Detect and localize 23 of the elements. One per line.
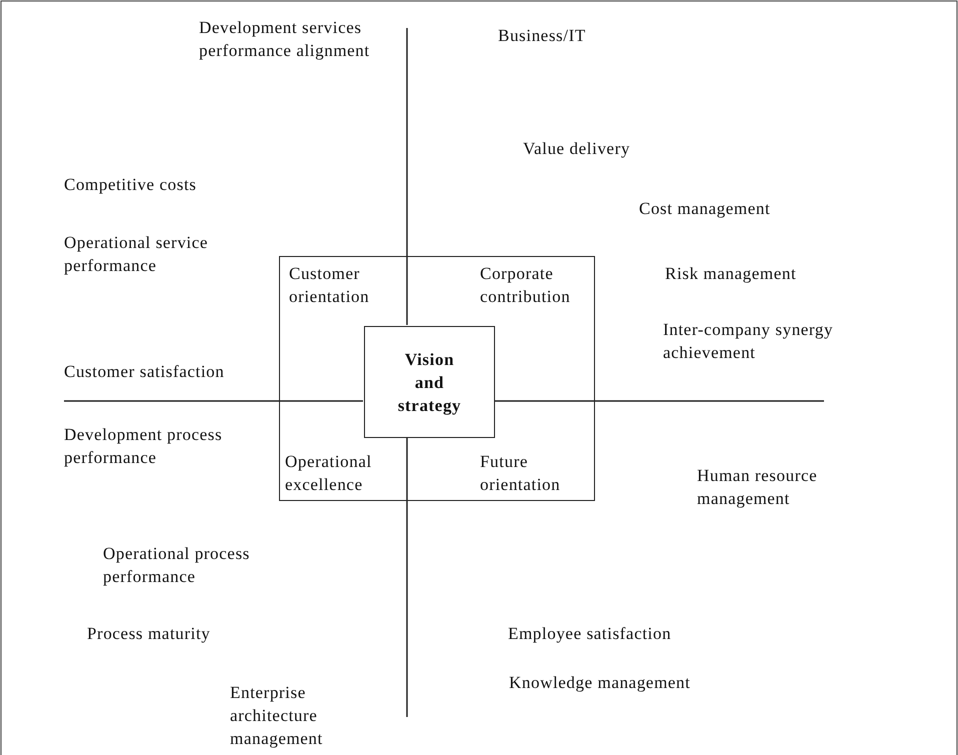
metric-label: Operational service performance [64, 232, 210, 277]
metric-label: Process maturity [87, 623, 212, 645]
metric-label: Inter-company synergy achievement [663, 319, 834, 364]
center-box [364, 326, 495, 438]
metric-label: Human resource management [697, 465, 818, 510]
metric-label: Operational process performance [103, 543, 251, 588]
metric-label: Risk management [665, 263, 798, 285]
metric-label: Knowledge management [509, 672, 692, 694]
quadrant-label: Operational excellence [285, 451, 373, 496]
quadrant-label: Future orientation [480, 451, 562, 496]
metric-label: Employee satisfaction [508, 623, 672, 645]
metric-label: Business/IT [498, 25, 587, 47]
quadrant-label: Customer orientation [289, 263, 370, 308]
metric-label: Development services performance alignment [199, 17, 371, 62]
metric-label: Enterprise architecture management [230, 682, 324, 750]
center-label: Vision and strategy [396, 348, 462, 416]
metric-label: Customer satisfaction [64, 361, 226, 383]
metric-label: Cost management [639, 198, 772, 220]
quadrant-frame [279, 256, 595, 501]
metric-label: Competitive costs [64, 174, 198, 196]
quadrant-label: Corporate contribution [480, 263, 572, 308]
metric-label: Value delivery [523, 138, 632, 160]
metric-label: Development process performance [64, 424, 224, 469]
